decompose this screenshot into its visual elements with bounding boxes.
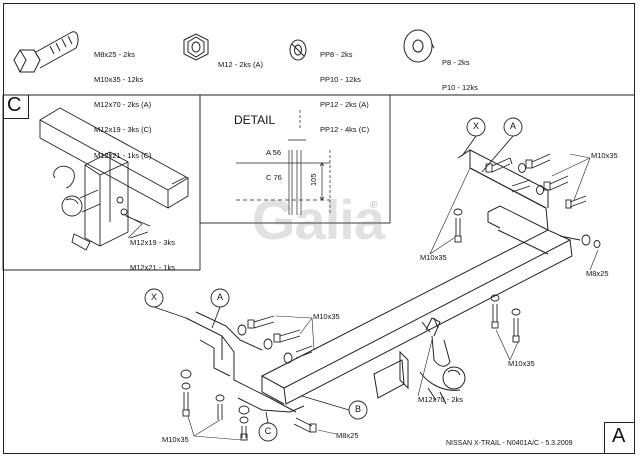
bolt-list: M8x25 - 2ks M10x35 - 12ks M12x70 - 2ks (… <box>94 34 152 169</box>
callout-m10x35-right-low: M10x35 <box>508 359 535 368</box>
marker-x-left: X <box>150 292 157 302</box>
section-c-callouts: M12x19 - 3ks M12x21 - 1ks <box>130 222 175 281</box>
nut-icon <box>183 33 209 61</box>
hardware-right <box>453 153 601 343</box>
bolt-icon <box>13 31 79 73</box>
spring-washer-list-item: PP10 - 12ks <box>320 75 361 85</box>
marker-a-top: A <box>509 121 516 131</box>
bolt-list-item: M12x19 - 3ks (C) <box>94 125 152 135</box>
nut-list-item: M12 - 2ks (A) <box>218 59 264 69</box>
flat-washer-list: P8 - 2ks P10 - 12ks <box>442 42 478 101</box>
detail-box <box>199 94 391 224</box>
spring-washer-list-item: PP12 - 2ks (A) <box>320 100 369 110</box>
detail-height-dim: 105 <box>309 173 318 186</box>
marker-x-top: X <box>472 121 479 131</box>
leader-lines <box>123 153 599 441</box>
section-c-callout: M12x21 - 1ks <box>130 263 176 273</box>
hardware-left <box>180 315 317 441</box>
marker-circles <box>144 117 523 442</box>
callout-m10x35-bottom: M10x35 <box>162 435 189 444</box>
callout-m8x25-bottom: M8x25 <box>336 431 359 440</box>
section-c-tag: C <box>3 94 29 119</box>
drawing-reference: NISSAN X-TRAIL - N0401A/C - 5.3.2009 <box>446 440 573 447</box>
towbar-main <box>185 149 573 413</box>
detail-dim: C 76 <box>266 173 282 183</box>
marker-a-left: A <box>216 292 223 302</box>
bolt-list-item: M12x21 - 1ks (C) <box>94 150 152 160</box>
detail-title: DETAIL <box>234 113 276 127</box>
detail-art <box>236 110 331 215</box>
spring-washer-icon <box>289 39 307 61</box>
marker-c: C <box>264 426 272 436</box>
bolt-list-item: M10x35 - 12ks <box>94 75 144 85</box>
callout-m10x35-center: M10x35 <box>313 312 340 321</box>
sheet-tag: A <box>604 422 635 454</box>
drawing-frame <box>3 3 635 454</box>
callout-m10x35-mid-left: M10x35 <box>420 253 447 262</box>
spring-washer-list-item: PP8 - 2ks <box>320 49 353 59</box>
bolt-list-item: M12x70 - 2ks (A) <box>94 100 152 110</box>
flat-washer-list-item: P10 - 12ks <box>442 83 478 93</box>
callout-m8x25-right: M8x25 <box>586 269 609 278</box>
flat-washer-list-item: P8 - 2ks <box>442 57 470 67</box>
section-c-letter: C <box>7 94 22 116</box>
spring-washer-list-item: PP12 - 4ks (C) <box>320 125 370 135</box>
callout-m10x35-top: M10x35 <box>591 151 618 160</box>
flat-washer-icon <box>403 29 435 63</box>
galia-watermark: Galia <box>252 188 385 251</box>
bolt-list-item: M8x25 - 2ks <box>94 49 135 59</box>
nut-list: M12 - 2ks (A) <box>218 44 263 78</box>
section-c-callout: M12x19 - 3ks <box>130 237 176 247</box>
section-c-art <box>39 107 189 251</box>
detail-dim: A 56 <box>266 147 282 157</box>
callout-m12x70: M12x70 - 2ks <box>418 395 464 404</box>
sheet-letter: A <box>612 425 626 447</box>
watermark-registered-mark: ® <box>370 200 378 211</box>
spring-washer-list: PP8 - 2ks PP10 - 12ks PP12 - 2ks (A) PP1… <box>320 34 369 143</box>
marker-b: B <box>354 404 361 414</box>
detail-dim-list: A 56 C 76 <box>266 132 282 191</box>
